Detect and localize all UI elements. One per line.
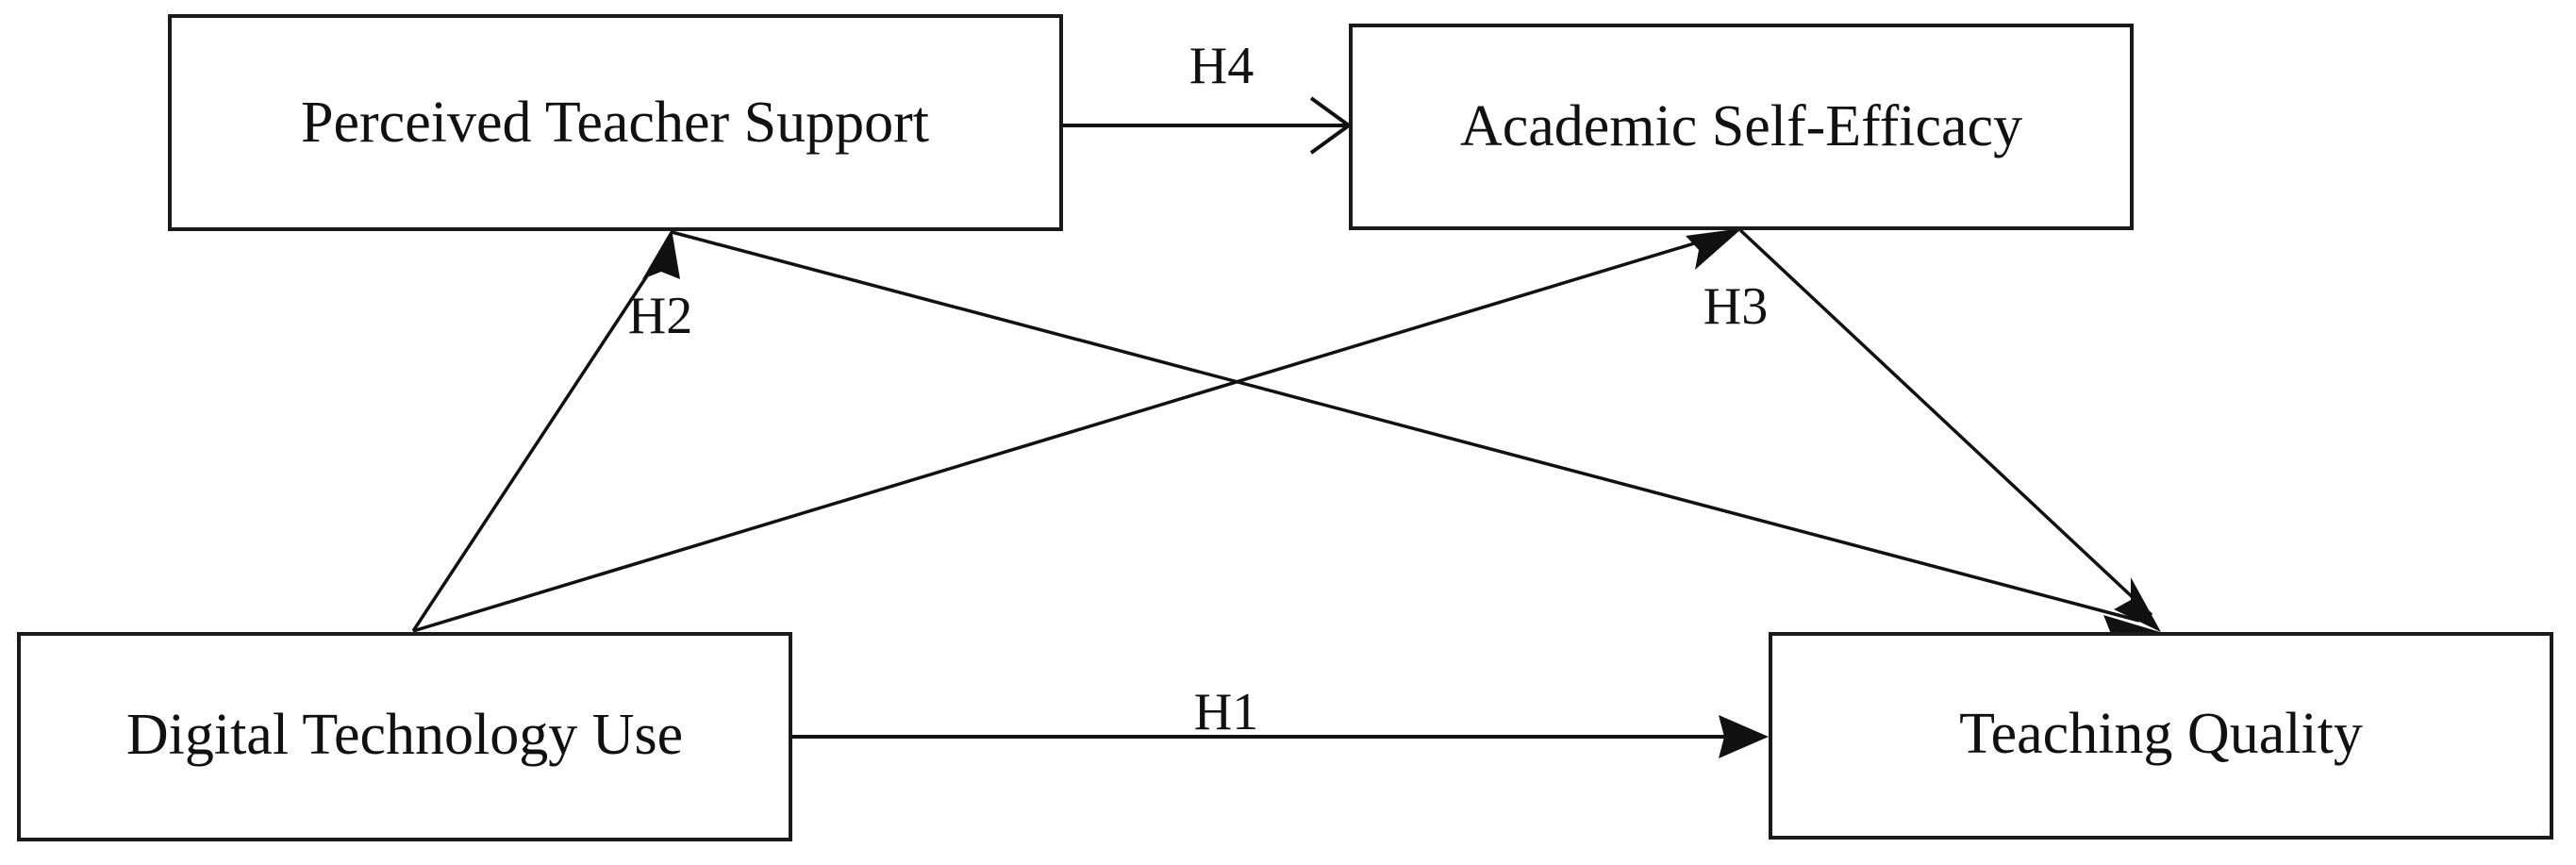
node-digital-technology-use[interactable]: Digital Technology Use <box>17 632 792 841</box>
edge-h2 <box>411 229 680 632</box>
edge-pts-to-tq-line <box>671 230 2140 623</box>
edge-h3-arrowhead-icon <box>1686 228 1742 270</box>
node-teaching-quality-label: Teaching Quality <box>1959 702 2363 766</box>
edge-pts-to-tq <box>671 230 2160 651</box>
edge-h1 <box>792 715 1769 758</box>
edge-h3-line <box>412 233 1723 633</box>
edge-h3 <box>412 228 1742 633</box>
edge-label-h2: H2 <box>628 287 692 345</box>
node-academic-self-efficacy-box[interactable] <box>1349 24 2134 230</box>
node-perceived-teacher-support[interactable]: Perceived Teacher Support <box>168 14 1063 231</box>
edge-h2-arrowhead-icon <box>642 229 680 279</box>
node-digital-technology-use-box[interactable] <box>17 632 792 841</box>
edge-h1-arrowhead-icon <box>1719 715 1769 758</box>
node-academic-self-efficacy[interactable]: Academic Self-Efficacy <box>1349 24 2134 230</box>
edge-label-h3: H3 <box>1703 277 1768 336</box>
edge-ase-to-tq-arrowhead-icon <box>2114 577 2161 632</box>
edge-h2-line <box>411 246 668 632</box>
node-perceived-teacher-support-label: Perceived Teacher Support <box>301 91 929 155</box>
node-perceived-teacher-support-box[interactable] <box>168 14 1063 231</box>
node-academic-self-efficacy-label: Academic Self-Efficacy <box>1460 94 2022 158</box>
edge-h4 <box>1061 96 1353 155</box>
edge-ase-to-tq-line <box>1738 228 2153 617</box>
edge-label-h4: H4 <box>1189 37 1254 95</box>
edge-label-h1: H1 <box>1194 683 1258 741</box>
node-digital-technology-use-label: Digital Technology Use <box>126 703 683 767</box>
node-teaching-quality-box[interactable] <box>1769 632 2553 840</box>
node-teaching-quality[interactable]: Teaching Quality <box>1769 632 2553 840</box>
edge-ase-to-tq <box>1738 228 2161 632</box>
